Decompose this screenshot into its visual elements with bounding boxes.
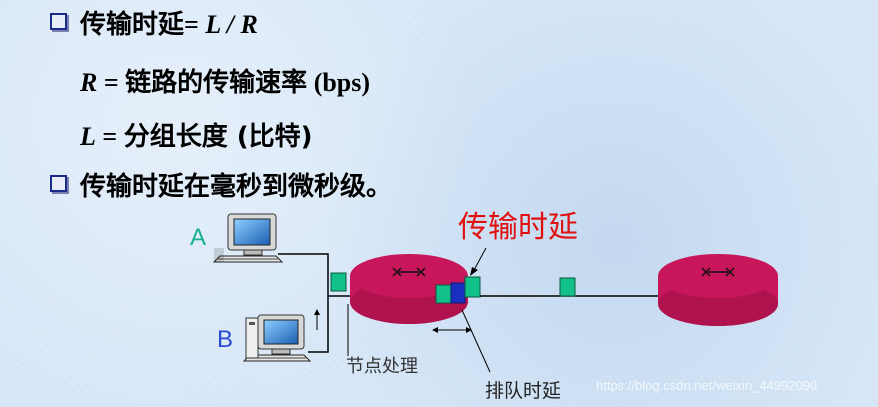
host-b-label: B — [217, 326, 233, 354]
transmission-delay-label: 传输时延 — [458, 202, 578, 246]
packet-on-link — [560, 278, 575, 296]
router-2-icon — [658, 254, 778, 326]
queue-delay-pointer — [462, 310, 490, 372]
host-a-label: A — [190, 224, 206, 252]
packet-transmitting — [465, 277, 480, 297]
trans-delay-pointer — [474, 248, 486, 270]
link-b — [308, 296, 328, 352]
computer-a-icon — [214, 214, 282, 262]
packet-input — [331, 273, 346, 291]
watermark-text: https://blog.csdn.net/weixin_44992090 — [596, 378, 817, 393]
queueing-delay-label: 排队时延 — [485, 376, 561, 403]
link-a — [278, 254, 328, 296]
packet-queued — [436, 285, 451, 303]
node-processing-label: 节点处理 — [346, 352, 418, 378]
computer-b-icon — [244, 315, 310, 361]
packet-queued-blue — [451, 283, 465, 303]
